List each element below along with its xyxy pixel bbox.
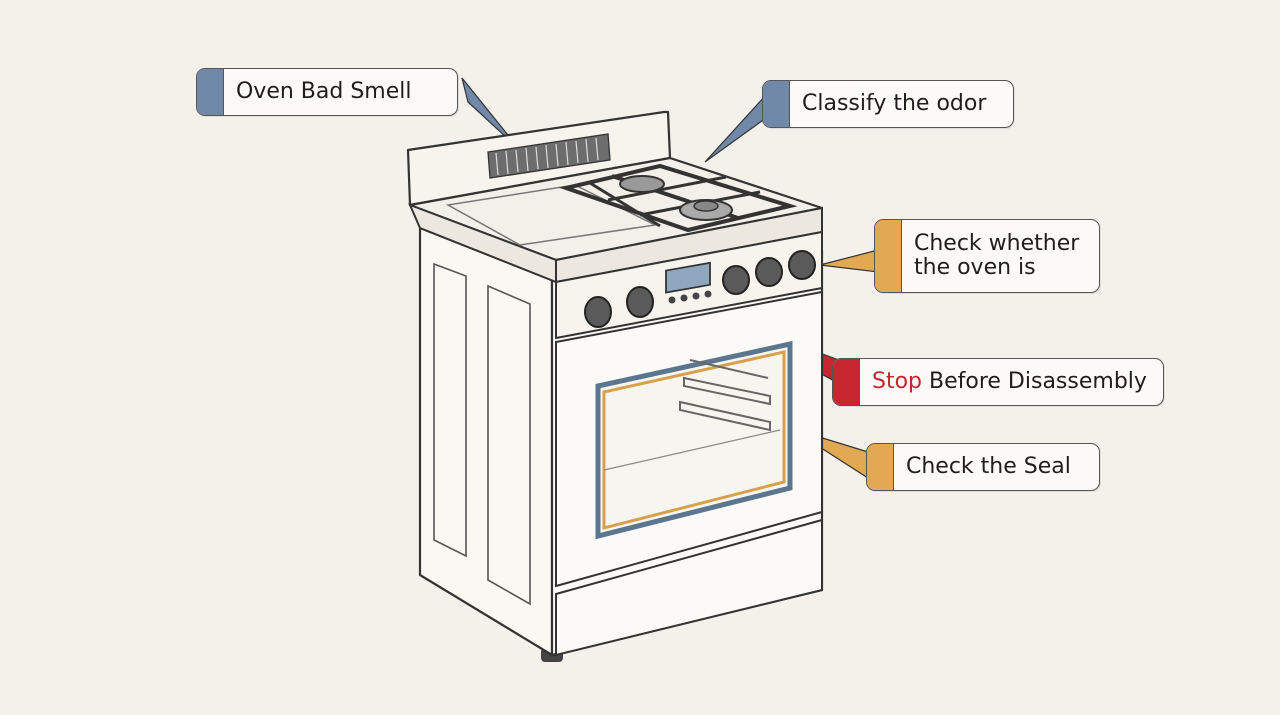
- stop-rest: Before Disassembly: [922, 368, 1147, 394]
- stove-side: [418, 226, 554, 657]
- vent-icon: [487, 133, 611, 179]
- panel-buttons: [668, 290, 712, 304]
- callout-seal-text: Check the Seal: [906, 453, 1071, 479]
- callout-tab: [867, 444, 894, 490]
- callout-classify: Classify the odor: [762, 80, 1014, 128]
- side-panel: [433, 262, 467, 558]
- bottom-drawer: [555, 518, 823, 657]
- callout-stop: Stop Before Disassembly: [832, 358, 1164, 406]
- callout-title: Oven Bad Smell: [236, 78, 412, 104]
- callout-oven-bad-smell: Oven Bad Smell: [196, 68, 458, 116]
- stop-word: Stop: [872, 368, 923, 394]
- callout-stop-text: Stop Before Disassembly: [860, 368, 1159, 394]
- callout-tab: [833, 359, 860, 405]
- pointer-check-whether: [819, 249, 879, 273]
- callout-check-whether-text: Check whether the oven is: [914, 230, 1080, 280]
- callout-tab: [197, 69, 224, 115]
- callout-check-whether: Check whether the oven is: [874, 219, 1100, 293]
- pointer-oven-bad-smell: [461, 77, 521, 151]
- callout-tab: [875, 220, 902, 292]
- burner-cap: [693, 200, 719, 212]
- knob-icon: [584, 250, 816, 328]
- display-panel: [665, 261, 711, 294]
- pointer-classify: [704, 93, 767, 163]
- burner-icon: [619, 175, 665, 193]
- side-panel: [487, 284, 531, 606]
- callout-classify-text: Classify the odor: [802, 90, 987, 116]
- callout-tab: [763, 81, 790, 127]
- callout-seal: Check the Seal: [866, 443, 1100, 491]
- cooktop-inset: [445, 184, 658, 246]
- burner-grate: [558, 163, 798, 233]
- oven-window: [595, 340, 793, 540]
- door-seal: [602, 350, 786, 530]
